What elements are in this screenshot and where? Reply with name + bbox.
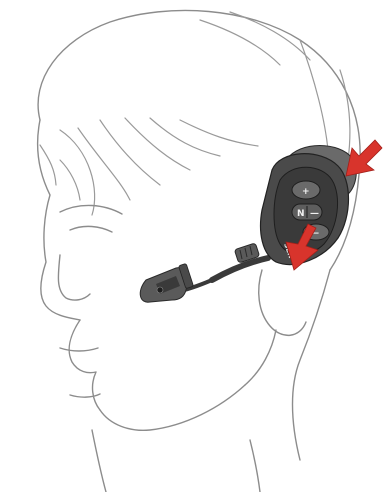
ear — [259, 270, 306, 335]
microphone-port — [157, 287, 163, 293]
phone-button-label: — — [310, 209, 319, 219]
press-arrow-top — [346, 140, 382, 176]
plus-icon: + — [302, 187, 310, 197]
microphone-head — [140, 263, 193, 302]
center-button[interactable]: N — — [292, 204, 322, 220]
center-button-label: N — [297, 209, 305, 219]
volume-up-button[interactable]: + — [292, 181, 320, 199]
eye-area — [60, 205, 122, 232]
